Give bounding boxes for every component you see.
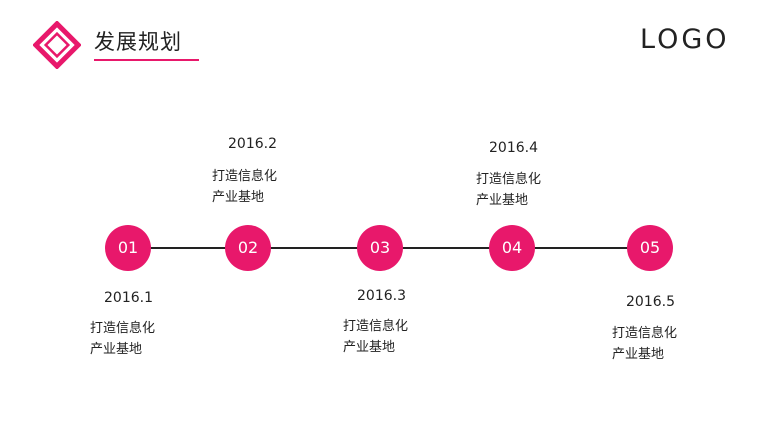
timeline-desc-03: 打造信息化 产业基地 [343,316,408,358]
timeline-desc-line1: 打造信息化 [612,326,678,341]
timeline-desc-line2: 产业基地 [612,347,665,362]
page-title: 发展规划 [94,30,182,54]
timeline-desc-line2: 产业基地 [343,340,396,355]
timeline-node-01: 01 [105,225,151,271]
title-underline [94,59,199,61]
timeline-desc-04: 打造信息化 产业基地 [476,169,541,211]
timeline-date-05: 2016.5 [626,294,675,310]
timeline-desc-line1: 打造信息化 [343,319,409,334]
timeline-desc-line2: 产业基地 [212,190,265,205]
timeline-desc-01: 打造信息化 产业基地 [90,318,155,360]
timeline-desc-line1: 打造信息化 [212,169,278,184]
timeline-node-04: 04 [489,225,535,271]
timeline-date-01: 2016.1 [104,290,153,306]
timeline-node-05: 05 [627,225,673,271]
timeline-date-02: 2016.2 [228,136,277,152]
timeline-desc-line1: 打造信息化 [90,321,156,336]
brand-logo-text: LOGO [640,24,730,55]
timeline-node-02: 02 [225,225,271,271]
timeline-desc-line2: 产业基地 [476,193,529,208]
diamond-icon [33,21,81,69]
timeline-desc-05: 打造信息化 产业基地 [612,323,677,365]
timeline-desc-line2: 产业基地 [90,342,143,357]
timeline-date-03: 2016.3 [357,288,406,304]
timeline-desc-02: 打造信息化 产业基地 [212,166,277,208]
timeline-desc-line1: 打造信息化 [476,172,542,187]
timeline-date-04: 2016.4 [489,140,538,156]
timeline-node-03: 03 [357,225,403,271]
